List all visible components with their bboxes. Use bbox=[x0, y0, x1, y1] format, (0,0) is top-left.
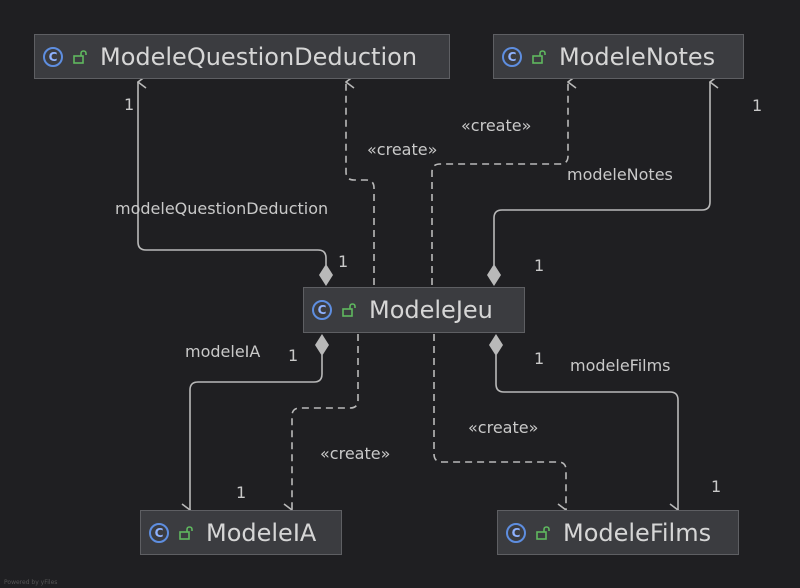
composition-diamond-films bbox=[489, 334, 503, 356]
class-icon: C bbox=[506, 522, 526, 543]
multiplicity-notes-target: 1 bbox=[752, 96, 762, 115]
class-modele-films[interactable]: C ModeleFilms bbox=[497, 510, 739, 555]
stereotype-create-question: «create» bbox=[367, 140, 437, 159]
class-name: ModeleQuestionDeduction bbox=[100, 42, 418, 71]
edge-create-question-deduction[interactable] bbox=[346, 82, 375, 285]
role-label-question-deduction: modeleQuestionDeduction bbox=[115, 199, 328, 218]
multiplicity-films-source: 1 bbox=[534, 349, 544, 368]
unlocked-padlock-icon bbox=[73, 49, 87, 64]
edge-create-notes[interactable] bbox=[431, 82, 568, 285]
class-modele-notes[interactable]: C ModeleNotes bbox=[493, 34, 744, 79]
role-label-ia: modeleIA bbox=[185, 342, 260, 361]
stereotype-create-films: «create» bbox=[468, 418, 538, 437]
multiplicity-question-source: 1 bbox=[338, 252, 348, 271]
unlocked-padlock-icon bbox=[342, 303, 356, 317]
stereotype-create-ia: «create» bbox=[320, 444, 390, 463]
composition-diamond-question bbox=[319, 264, 333, 286]
edge-create-ia[interactable] bbox=[292, 334, 359, 510]
class-modele-question-deduction[interactable]: C ModeleQuestionDeduction bbox=[34, 34, 450, 79]
multiplicity-ia-target: 1 bbox=[236, 483, 246, 502]
stereotype-create-notes: «create» bbox=[461, 116, 531, 135]
multiplicity-question-target: 1 bbox=[124, 95, 134, 114]
edge-composition-notes[interactable] bbox=[493, 82, 710, 265]
class-icon: C bbox=[149, 522, 169, 543]
edge-composition-films[interactable] bbox=[495, 355, 678, 510]
class-name: ModeleIA bbox=[206, 518, 317, 547]
class-name: ModeleNotes bbox=[559, 42, 716, 71]
watermark: Powered by yFiles bbox=[4, 579, 58, 586]
class-icon: C bbox=[43, 46, 63, 67]
unlocked-padlock-icon bbox=[536, 525, 550, 540]
edge-composition-question-deduction[interactable] bbox=[138, 82, 327, 265]
class-name: ModeleJeu bbox=[369, 296, 493, 324]
unlocked-padlock-icon bbox=[532, 49, 546, 64]
class-name: ModeleFilms bbox=[563, 518, 712, 547]
role-label-films: modeleFilms bbox=[570, 356, 671, 375]
multiplicity-notes-source: 1 bbox=[534, 256, 544, 275]
edge-composition-ia[interactable] bbox=[190, 355, 323, 510]
class-icon: C bbox=[502, 46, 522, 67]
edge-create-films[interactable] bbox=[433, 334, 566, 510]
unlocked-padlock-icon bbox=[179, 525, 193, 540]
composition-diamond-notes bbox=[487, 264, 501, 286]
multiplicity-films-target: 1 bbox=[711, 477, 721, 496]
composition-diamond-ia bbox=[315, 334, 329, 356]
role-label-notes: modeleNotes bbox=[567, 165, 673, 184]
class-modele-ia[interactable]: C ModeleIA bbox=[140, 510, 342, 555]
class-modele-jeu[interactable]: C ModeleJeu bbox=[303, 287, 525, 333]
class-icon: C bbox=[312, 300, 332, 320]
multiplicity-ia-source: 1 bbox=[288, 346, 298, 365]
